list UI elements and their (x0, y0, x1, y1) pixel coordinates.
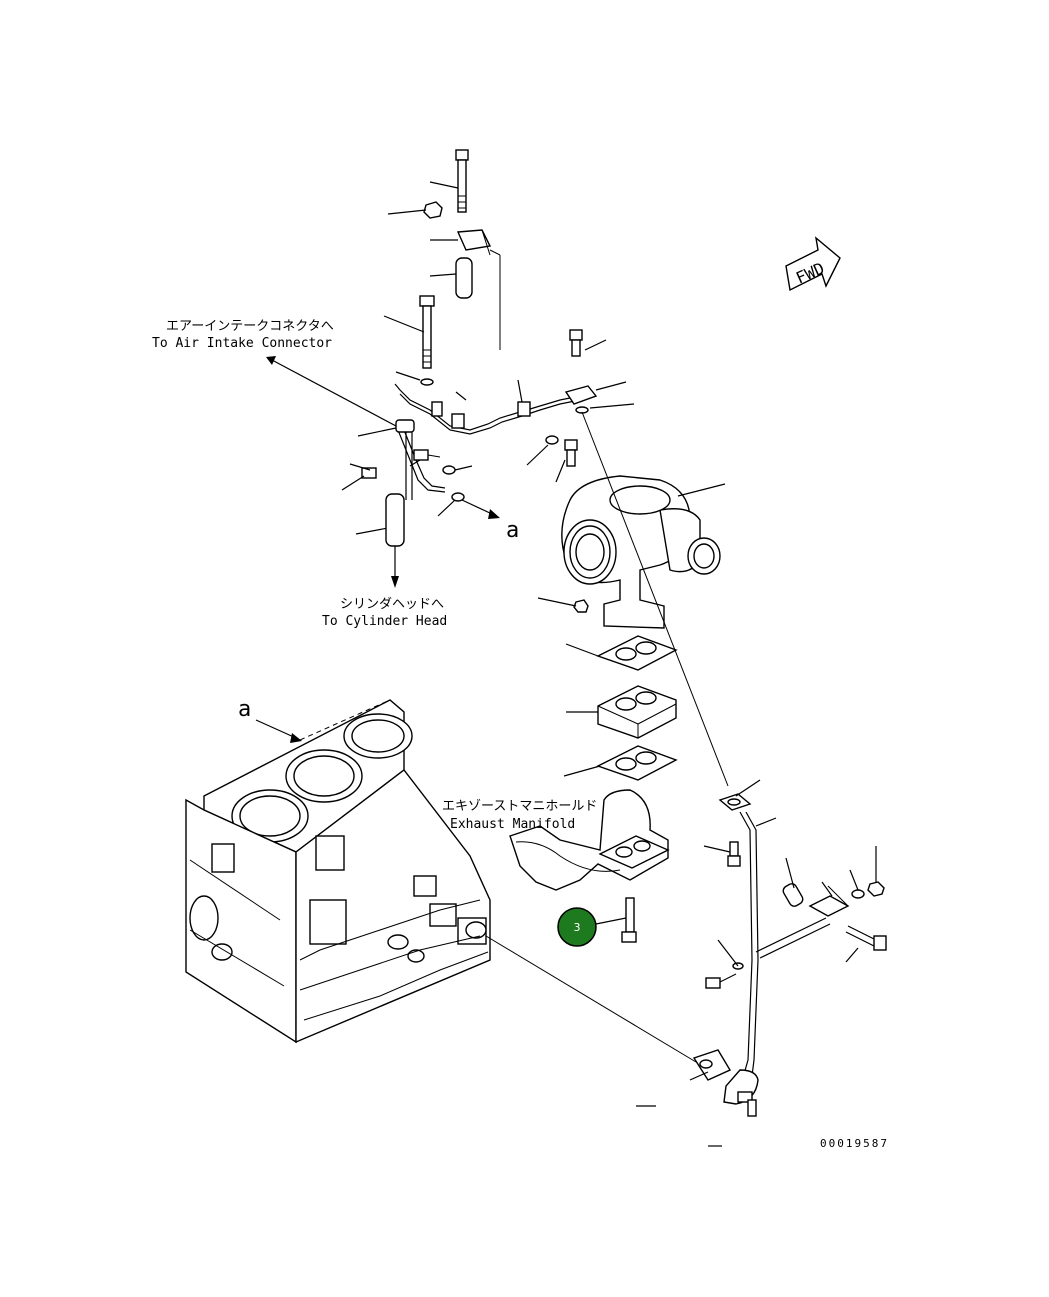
cylinder-head-label-jp: シリンダヘッドへ (340, 597, 444, 612)
view-a-block-label: a (238, 697, 251, 722)
gasket-stack (563, 635, 678, 781)
oil-supply-tubes (266, 329, 635, 588)
exhaust-manifold-label-en: Exhaust Manifold (450, 817, 575, 832)
drawing-number: 00019587 (820, 1137, 889, 1150)
callout-3-marker[interactable]: 3 (557, 907, 597, 947)
fwd-arrow: FWD (785, 236, 841, 292)
callout-circle[interactable] (557, 907, 597, 947)
view-a-arrow-label: a (506, 518, 519, 543)
oil-drain-tube (581, 411, 887, 1147)
tube-clamp-bolt (383, 295, 435, 386)
upper-bracket-assembly (387, 149, 501, 350)
turbocharger (537, 475, 726, 629)
engine-block (185, 699, 697, 1063)
air-intake-label-jp: エアーインテークコネクタへ (166, 319, 334, 334)
air-intake-label-en: To Air Intake Connector (152, 336, 332, 351)
callout-number: 3 (574, 921, 581, 934)
exhaust-manifold (509, 789, 670, 943)
cylinder-head-label-en: To Cylinder Head (322, 614, 447, 629)
exhaust-manifold-label-jp: エキゾーストマニホールド (442, 799, 597, 814)
